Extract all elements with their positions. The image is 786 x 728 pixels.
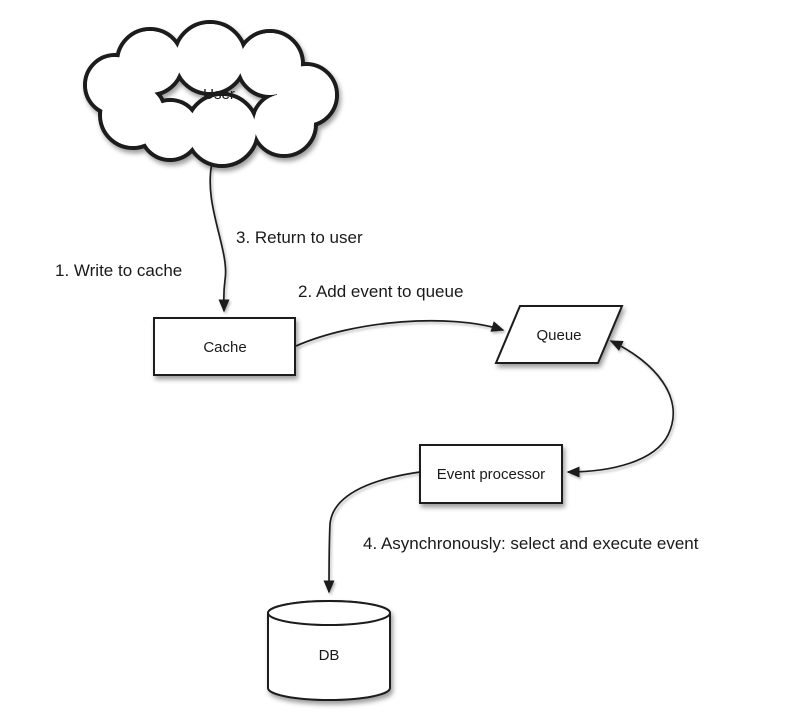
cloud-body	[87, 24, 335, 164]
db-label: DB	[319, 647, 340, 664]
step-label-1: 1. Write to cache	[55, 261, 182, 280]
arrow-user-to-cache	[209, 162, 230, 313]
arrow-cache-to-queue	[295, 319, 505, 347]
step-label-2: 2. Add event to queue	[298, 282, 463, 301]
user-cloud	[83, 20, 339, 168]
event-processor-box	[419, 444, 563, 504]
step-label-3: 3. Return to user	[236, 228, 363, 247]
edges-layer	[209, 162, 674, 594]
db-cylinder	[267, 600, 391, 701]
step-label-4: 4. Asynchronously: select and execute ev…	[363, 534, 699, 553]
user-label: User	[203, 86, 235, 103]
arrow-queue-event-processor	[566, 340, 674, 478]
arrow-event-processor-to-db	[323, 471, 421, 594]
queue-parallelogram	[494, 305, 624, 364]
cache-label: Cache	[203, 339, 246, 356]
cache-box	[153, 317, 296, 376]
queue-label: Queue	[536, 327, 581, 344]
event-processor-label: Event processor	[437, 466, 545, 483]
